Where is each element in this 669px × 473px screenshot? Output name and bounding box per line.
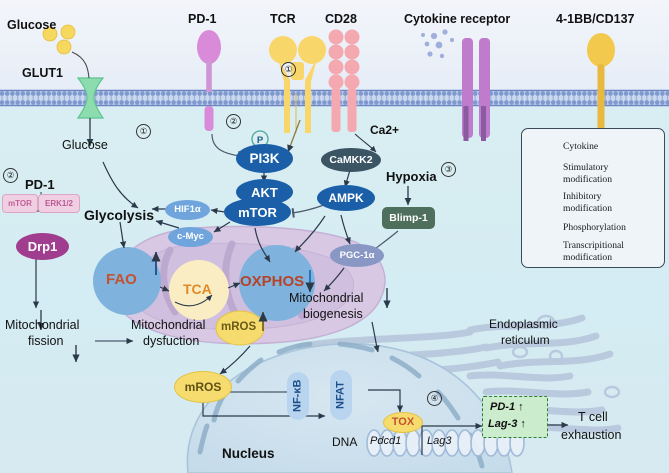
- four1bb-receptor-graphic: [587, 33, 615, 136]
- label-mito-fission-line1: Mitochondrial: [5, 318, 80, 332]
- node-cmyc[interactable]: c-Myc: [168, 227, 213, 247]
- label-ca2plus: Ca2+: [370, 123, 400, 137]
- label-four1bb: 4-1BB/CD137: [556, 12, 635, 26]
- node-mros-mito[interactable]: mROS: [221, 321, 257, 333]
- label-dna: DNA: [332, 435, 358, 449]
- label-gene-pdcd1: Pdcd1: [370, 435, 402, 447]
- cytokine-receptor-graphic: [462, 38, 490, 141]
- label-glucose-cytoplasm: Glucose: [62, 138, 108, 152]
- node-mros-cytoplasm[interactable]: mROS: [174, 371, 232, 403]
- node-ampk[interactable]: AMPK: [317, 185, 375, 211]
- label-mito-fission-line2: fission: [28, 334, 64, 348]
- node-tox[interactable]: TOX: [383, 412, 423, 433]
- node-pi3k[interactable]: PI3K: [236, 144, 293, 173]
- label-cytokine-receptor: Cytokine receptor: [404, 12, 511, 26]
- step-number-1: ①: [136, 124, 151, 139]
- legend-label-phosphorylation: Phosphorylation: [563, 222, 626, 233]
- label-glut1: GLUT1: [22, 66, 63, 80]
- label-pd1-receptor: PD-1: [188, 12, 217, 26]
- legend-label-stimulatory-1: Stimulatory: [563, 162, 609, 173]
- node-nfkb[interactable]: NF-κB: [287, 372, 309, 420]
- label-tcell-exhaustion-line1: T cell: [578, 410, 608, 424]
- cd28-receptor-graphic: [328, 29, 360, 132]
- label-tcell-exhaustion-line2: exhaustion: [561, 428, 622, 442]
- mros-mito-ellipse: [215, 310, 265, 346]
- label-pd1-up: PD-1 ↑: [490, 401, 524, 413]
- dna-helix-graphic: [366, 429, 525, 457]
- oxphos-circle: [239, 245, 315, 321]
- legend-label-inhibitory-2: modification: [563, 203, 613, 214]
- label-gene-lag3: Lag3: [427, 435, 452, 447]
- node-blimp1[interactable]: Blimp-1: [382, 207, 435, 229]
- node-mtor[interactable]: mTOR: [224, 198, 291, 226]
- er-vesicles-graphic: [511, 314, 621, 399]
- label-er-line1: Endoplasmic: [489, 317, 558, 331]
- legend-label-inhibitory-1: Inhibitory: [563, 191, 602, 202]
- label-glycolysis: Glycolysis: [84, 207, 155, 223]
- legend-label-transcriptional-2: modification: [563, 252, 613, 263]
- legend-label-transcriptional-1: Transcripitional: [563, 240, 624, 251]
- node-mtor-small[interactable]: mTOR: [2, 194, 38, 213]
- label-lag3-up: Lag-3 ↑: [488, 418, 526, 430]
- node-nfat[interactable]: NFAT: [330, 370, 352, 420]
- node-tca[interactable]: TCA: [183, 281, 212, 297]
- legend-label-cytokine: Cytokine: [563, 141, 599, 152]
- step-number-2-pd1: ②: [226, 114, 241, 129]
- step-number-1-tcr: ①: [281, 62, 296, 77]
- node-camkk2[interactable]: CaMKK2: [321, 148, 381, 172]
- label-mito-dysfunction-line1: Mitochondrial: [131, 318, 206, 332]
- label-mito-dysfunction-line2: dysfuction: [143, 334, 200, 348]
- svg-text:P: P: [257, 135, 264, 146]
- pd1-receptor-graphic: [197, 30, 221, 131]
- label-mito-biogenesis-line2: biogenesis: [303, 307, 363, 321]
- label-tcr: TCR: [270, 12, 296, 26]
- fao-circle: [93, 247, 161, 315]
- step-number-4: ④: [427, 391, 442, 406]
- label-er-line2: reticulum: [501, 333, 550, 347]
- node-pgc1a[interactable]: PGC-1α: [330, 244, 384, 267]
- phosphorylation-badge-graphic: P: [251, 130, 269, 148]
- glucose-molecules-graphic: [42, 24, 76, 55]
- label-pd1-left: PD-1: [25, 177, 55, 192]
- node-fao[interactable]: FAO: [106, 271, 137, 288]
- label-hypoxia: Hypoxia: [386, 169, 437, 184]
- node-oxphos[interactable]: OXPHOS: [240, 273, 305, 290]
- label-cd28: CD28: [325, 12, 357, 26]
- legend-box: [521, 128, 665, 268]
- node-hif1a[interactable]: HIF1α: [165, 200, 210, 220]
- cytokine-dots-graphic: [421, 29, 455, 59]
- node-erk12[interactable]: ERK1/2: [38, 194, 80, 213]
- label-glucose: Glucose: [7, 18, 57, 32]
- gene-upregulation-box: [482, 396, 548, 438]
- step-number-3: ③: [441, 162, 456, 177]
- glut1-transporter-graphic: [76, 77, 105, 119]
- label-mito-biogenesis-line1: Mitochondrial: [289, 291, 364, 305]
- step-number-2-left: ②: [3, 168, 18, 183]
- legend-label-stimulatory-2: modification: [563, 174, 613, 185]
- label-nucleus: Nucleus: [222, 446, 275, 461]
- node-drp1[interactable]: Drp1: [16, 233, 69, 260]
